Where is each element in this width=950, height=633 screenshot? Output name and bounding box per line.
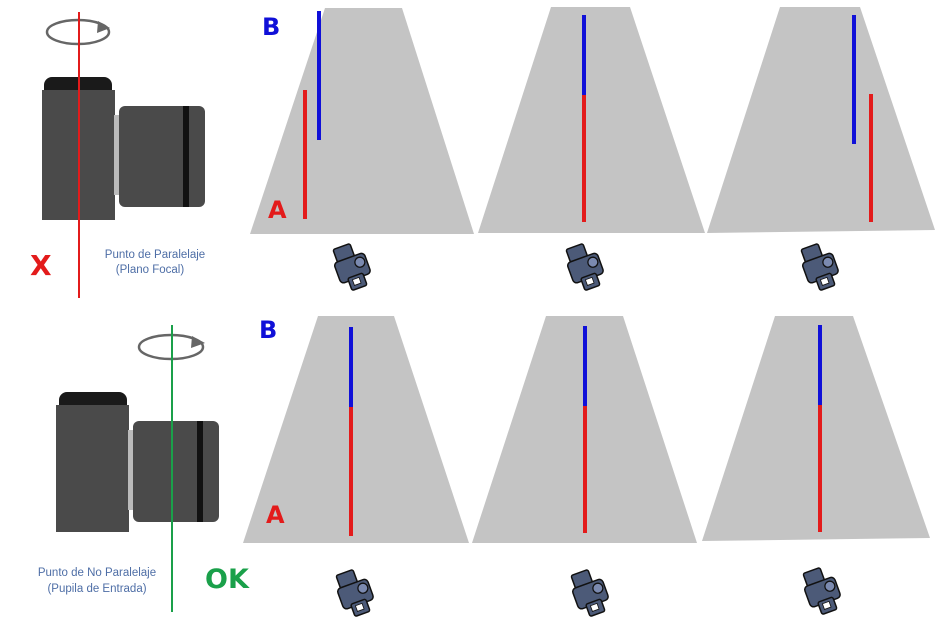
view-bottom-2 bbox=[472, 316, 697, 621]
field-trapezoid bbox=[707, 7, 935, 233]
camera-top-icon bbox=[561, 239, 609, 295]
caption-top-line1: Punto de Paralelaje bbox=[105, 249, 205, 261]
caption-top-line2: (Plano Focal) bbox=[116, 264, 185, 276]
camera-side-icon bbox=[56, 392, 219, 532]
marker-b: B bbox=[262, 13, 280, 41]
verdict-x: X bbox=[30, 249, 52, 282]
field-trapezoid bbox=[478, 7, 705, 233]
verdict-ok: OK bbox=[205, 564, 250, 595]
field-trapezoid bbox=[702, 316, 930, 541]
top-row: X Punto de Paralelaje (Plano Focal) B A bbox=[30, 7, 935, 298]
camera-top-icon bbox=[796, 239, 844, 295]
view-top-2 bbox=[478, 7, 705, 295]
view-bottom-3 bbox=[702, 316, 930, 619]
view-top-1: B A bbox=[250, 8, 474, 295]
caption-bottom-line1: Punto de No Paralelaje bbox=[38, 567, 156, 579]
marker-b: B bbox=[259, 316, 277, 344]
camera-top-icon bbox=[566, 565, 614, 621]
view-top-3 bbox=[707, 7, 935, 295]
field-trapezoid bbox=[243, 316, 469, 543]
marker-a: A bbox=[266, 501, 285, 529]
camera-top-icon bbox=[328, 239, 376, 295]
marker-a: A bbox=[268, 196, 287, 224]
bottom-row: OK Punto de No Paralelaje (Pupila de Ent… bbox=[38, 316, 930, 621]
caption-bottom-line2: (Pupila de Entrada) bbox=[47, 583, 146, 595]
view-bottom-1: B A bbox=[243, 316, 469, 621]
camera-side-icon bbox=[42, 77, 205, 220]
camera-top-icon bbox=[798, 563, 846, 619]
camera-top-icon bbox=[331, 565, 379, 621]
